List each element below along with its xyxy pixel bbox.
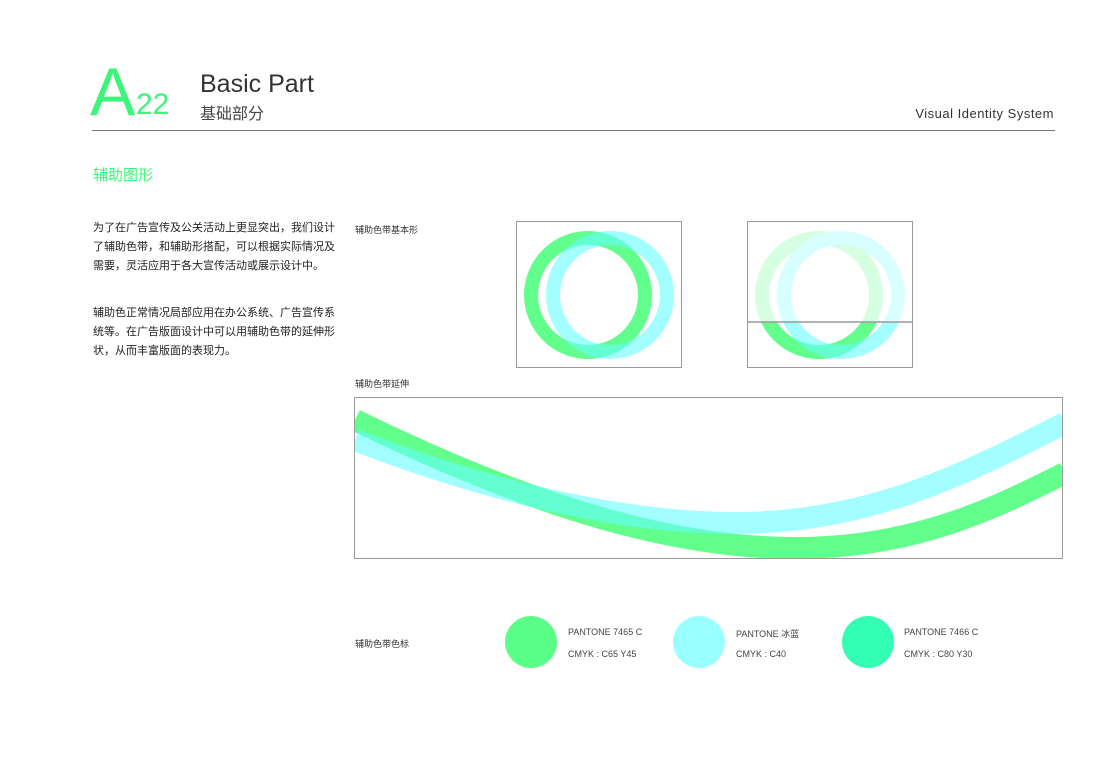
- page-code-number: 22: [136, 88, 170, 121]
- swatch-cyan: [673, 616, 725, 668]
- cyan-ring: [546, 231, 674, 359]
- swatch-cyan-pantone: PANTONE 冰蓝: [736, 629, 800, 639]
- system-label: Visual Identity System: [915, 106, 1054, 121]
- cropped-shape-box: [747, 221, 913, 368]
- section-title: 辅助图形: [93, 167, 154, 184]
- swatch-cyan-cmyk: CMYK : C40: [736, 649, 787, 659]
- header-divider: [92, 130, 1055, 131]
- cyan-ring: [782, 322, 900, 359]
- cropped-ring-graphic: [748, 231, 912, 359]
- extension-label: 辅助色带延伸: [355, 379, 410, 389]
- description-paragraph-1: 为了在广告宣传及公关活动上更显突出，我们设计了辅助色带，和辅助形搭配，可以根据实…: [93, 222, 335, 272]
- basic-shape-box: [516, 221, 682, 368]
- page-subtitle: 基础部分: [200, 106, 265, 123]
- swatch-green: [505, 616, 557, 668]
- swatch-green-cmyk: CMYK : C65 Y45: [568, 649, 637, 659]
- basic-shape-label: 辅助色带基本形: [355, 225, 419, 235]
- swatch-teal-cmyk: CMYK : C80 Y30: [904, 649, 973, 659]
- page-code-letter: A: [90, 54, 136, 130]
- page-title: Basic Part: [200, 70, 314, 98]
- swatch-green-pantone: PANTONE 7465 C: [568, 627, 643, 637]
- swatch-teal: [842, 616, 894, 668]
- swatches-label: 辅助色带色标: [355, 639, 410, 649]
- cyan-band: [355, 413, 1062, 535]
- extension-box: [354, 397, 1063, 559]
- ring-graphic: [524, 231, 674, 359]
- description-paragraph-2: 辅助色正常情况局部应用在办公系统、广告宣传系统等。在广告版面设计中可以用辅助色带…: [93, 307, 335, 357]
- band-graphic: [355, 410, 1062, 558]
- swatch-teal-pantone: PANTONE 7466 C: [904, 627, 979, 637]
